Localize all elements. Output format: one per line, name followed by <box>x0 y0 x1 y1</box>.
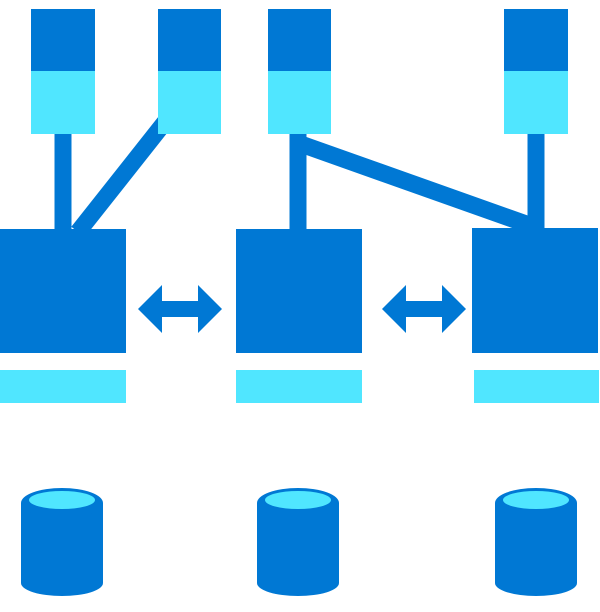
connection-lines <box>54 116 545 238</box>
server-2-body <box>236 229 362 353</box>
database-3-top-highlight <box>503 491 569 509</box>
client-1 <box>31 9 95 134</box>
double-arrow-icon-shape <box>138 285 222 333</box>
server-2-base <box>236 370 362 403</box>
database-icon <box>21 488 103 596</box>
database-1-body <box>21 503 103 596</box>
database-2-body <box>257 503 339 596</box>
server-3-base <box>474 370 599 403</box>
link-client2-server1 <box>71 116 172 238</box>
client-4-header <box>504 9 568 71</box>
database-icon <box>495 488 577 596</box>
server-3 <box>472 228 599 403</box>
database-icon <box>257 488 339 596</box>
client-3-body <box>268 71 331 134</box>
database-1-top-highlight <box>29 491 95 509</box>
database-2-top-highlight <box>265 491 331 509</box>
client-3 <box>268 9 331 134</box>
client-2-header <box>158 9 221 71</box>
server-3-body <box>472 228 598 353</box>
client-4-body <box>504 71 568 134</box>
server-1-base <box>0 370 126 403</box>
server-1-body <box>0 229 126 353</box>
link-client3-server3 <box>295 134 535 235</box>
database-3-body <box>495 503 577 596</box>
client-2-body <box>158 71 221 134</box>
client-4 <box>504 9 568 134</box>
double-arrow-icon <box>382 285 466 333</box>
client-2 <box>158 9 221 134</box>
client-1-header <box>31 9 95 71</box>
double-arrow-icon-shape <box>382 285 466 333</box>
server-1 <box>0 229 126 403</box>
server-2 <box>236 229 362 403</box>
client-1-body <box>31 71 95 134</box>
double-arrow-icon <box>138 285 222 333</box>
client-3-header <box>268 9 331 71</box>
